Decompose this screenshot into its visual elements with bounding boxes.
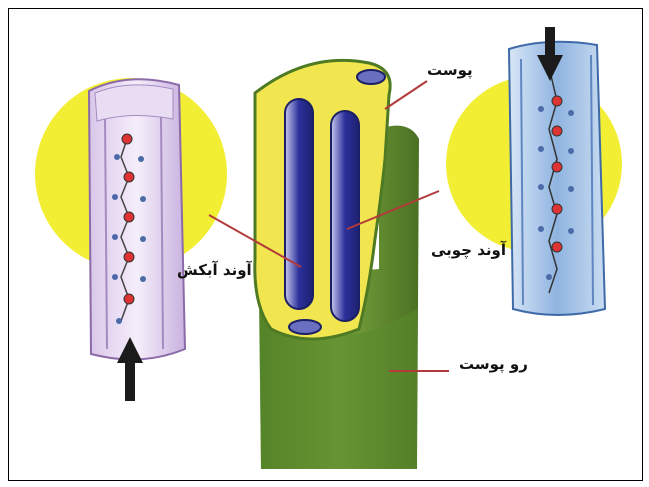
xylem-tube bbox=[509, 42, 605, 315]
label-phloem: آوند آبکش bbox=[177, 261, 252, 279]
diagram-frame: پوست آوند چوبی آوند آبکش رو پوست bbox=[8, 8, 643, 481]
stem-diagram bbox=[9, 9, 642, 480]
phloem-tube bbox=[89, 79, 185, 359]
stem-cross-section bbox=[255, 60, 419, 469]
label-epidermis: پوست bbox=[427, 61, 473, 79]
label-xylem: آوند چوبی bbox=[431, 241, 506, 259]
label-cortex: رو پوست bbox=[459, 355, 528, 373]
